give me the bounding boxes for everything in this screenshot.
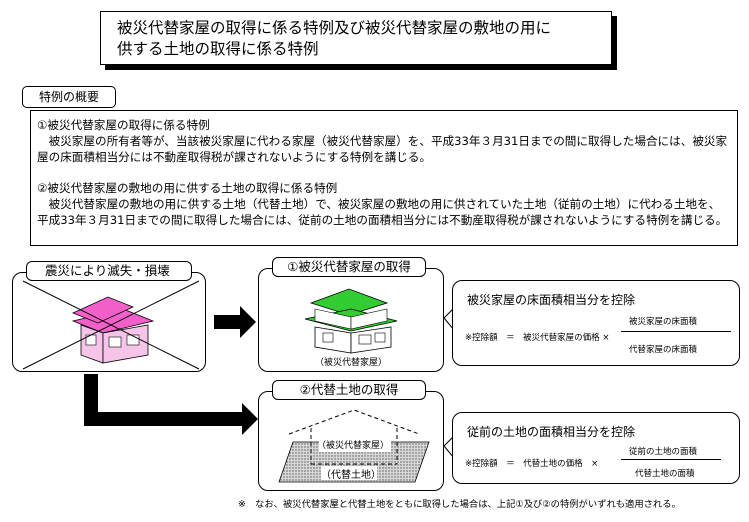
- footnote: ※ なお、被災代替家屋と代替土地をともに取得した場合は、上記①及び②の特例がいず…: [238, 499, 681, 510]
- arrow-to-house-head: [240, 306, 256, 338]
- disaster-box: [12, 272, 206, 372]
- house-fraction-line: [621, 331, 731, 332]
- land-fraction-line: [621, 459, 721, 460]
- land-house-caption: （被災代替家屋）: [317, 441, 390, 451]
- house-formula-numerator: 被災家屋の床面積: [629, 317, 698, 327]
- land-illustration: [278, 409, 430, 483]
- house-caption: （被災代替家屋）: [314, 358, 387, 368]
- page-title: 被災代替家屋の取得に係る特例及び被災代替家屋の敷地の用に 供する土地の取得に係る…: [100, 11, 612, 65]
- house-label: ①被災代替家屋の取得: [272, 257, 426, 277]
- section1-text: 被災家屋の所有者等が、当該被災家屋に代わる家屋（被災代替家屋）を、平成33年３月…: [37, 134, 728, 164]
- land-deduction-heading: 従前の土地の面積相当分を控除: [467, 425, 636, 439]
- overview-box: ①被災代替家屋の取得に係る特例 被災家屋の所有者等が、当該被災家屋に代わる家屋（…: [30, 110, 738, 246]
- section1-heading: ①被災代替家屋の取得に係る特例: [37, 118, 210, 132]
- house-formula-denominator: 代替家屋の床面積: [629, 345, 698, 355]
- land-label: ②代替土地の取得: [272, 380, 426, 400]
- house-deduction-heading: 被災家屋の床面積相当分を控除: [467, 293, 636, 307]
- replacement-house-box: （被災代替家屋）: [258, 268, 444, 372]
- title-line-2: 供する土地の取得に係る特例: [117, 40, 319, 58]
- land-formula-numerator: 従前の土地の面積: [629, 447, 698, 457]
- new-house-illustration: [304, 288, 398, 354]
- house-deduction-callout: 被災家屋の床面積相当分を控除 ※控除額 ＝ 被災代替家屋の価格 × 被災家屋の床…: [452, 280, 740, 366]
- house-formula-prefix: ※控除額 ＝ 被災代替家屋の価格 ×: [465, 333, 610, 343]
- section2-heading: ②被災代替家屋の敷地の用に供する土地の取得に係る特例: [37, 181, 338, 195]
- land-formula-denominator: 代替土地の面積: [635, 469, 695, 479]
- overview-tab: 特例の概要: [22, 86, 116, 108]
- land-caption: （代替土地）: [321, 470, 381, 481]
- title-line-1: 被災代替家屋の取得に係る特例及び被災代替家屋の敷地の用に: [117, 19, 552, 37]
- land-deduction-callout: 従前の土地の面積相当分を控除 ※控除額 ＝ 代替土地の価格 × 従前の土地の面積…: [452, 412, 740, 484]
- arrow-to-land-head: [242, 403, 258, 435]
- section2-text: 被災代替家屋の敷地の用に供する土地（代替土地）で、被災家屋の敷地の用に供されてい…: [37, 197, 728, 227]
- arrow-to-house-shaft: [214, 315, 240, 329]
- land-formula-prefix: ※控除額 ＝ 代替土地の価格 ×: [465, 459, 599, 469]
- replacement-land-box: （被災代替家屋） （代替土地）: [258, 391, 444, 491]
- disaster-label: 震災により滅失・損壊: [26, 261, 192, 281]
- arrow-to-land-horizontal: [84, 412, 242, 426]
- destroyed-house-illustration: [22, 280, 200, 370]
